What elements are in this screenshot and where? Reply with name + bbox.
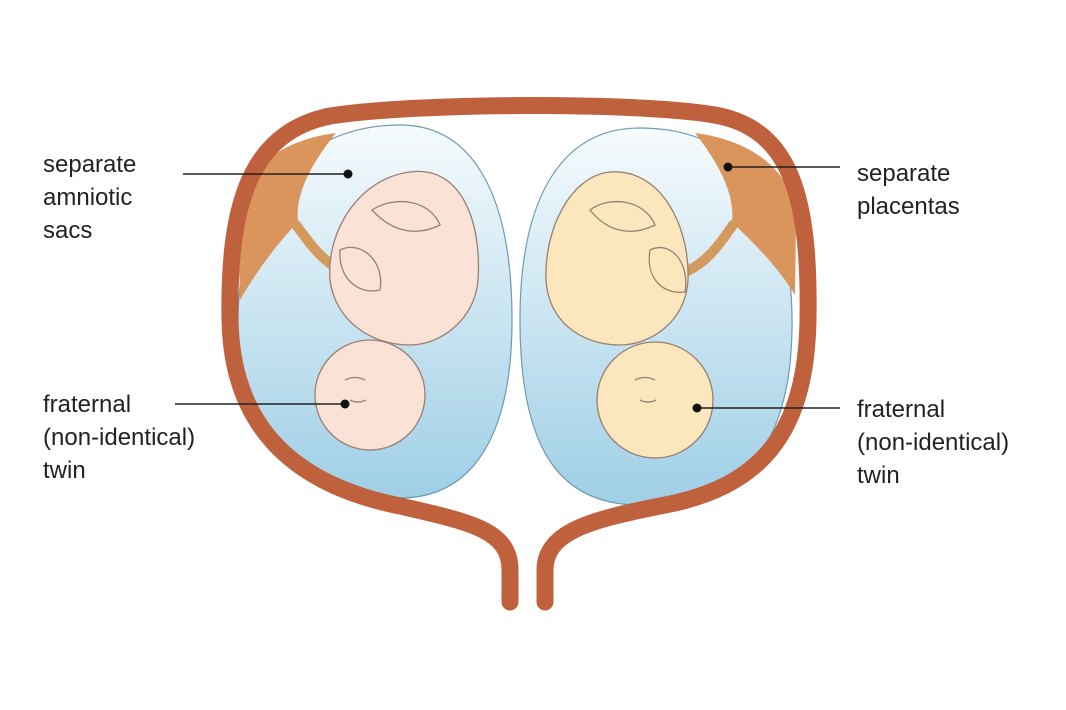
fetus-left — [314, 170, 480, 451]
leader-dots — [340, 162, 733, 413]
label-line: twin — [857, 462, 900, 489]
label-line: twin — [43, 457, 86, 484]
placenta-right — [695, 133, 796, 295]
label-placentas: separate placentas — [857, 157, 960, 223]
label-line: sacs — [43, 217, 93, 244]
label-line: (non-identical) — [43, 424, 196, 451]
leader-lines — [175, 166, 840, 409]
label-line: amniotic — [43, 184, 133, 211]
label-twin-right: fraternal (non-identical) twin — [857, 393, 1009, 492]
label-amniotic-sacs: separate amniotic sacs — [43, 148, 136, 247]
label-line: fraternal — [43, 391, 132, 418]
uterus-wall — [221, 97, 817, 611]
label-line: separate — [43, 151, 137, 178]
fetus-right — [545, 171, 714, 459]
label-line: fraternal — [857, 396, 946, 423]
label-line: (non-identical) — [857, 429, 1010, 456]
label-line: placentas — [857, 193, 960, 220]
label-twin-left: fraternal (non-identical) twin — [43, 388, 195, 487]
label-line: separate — [857, 160, 951, 187]
